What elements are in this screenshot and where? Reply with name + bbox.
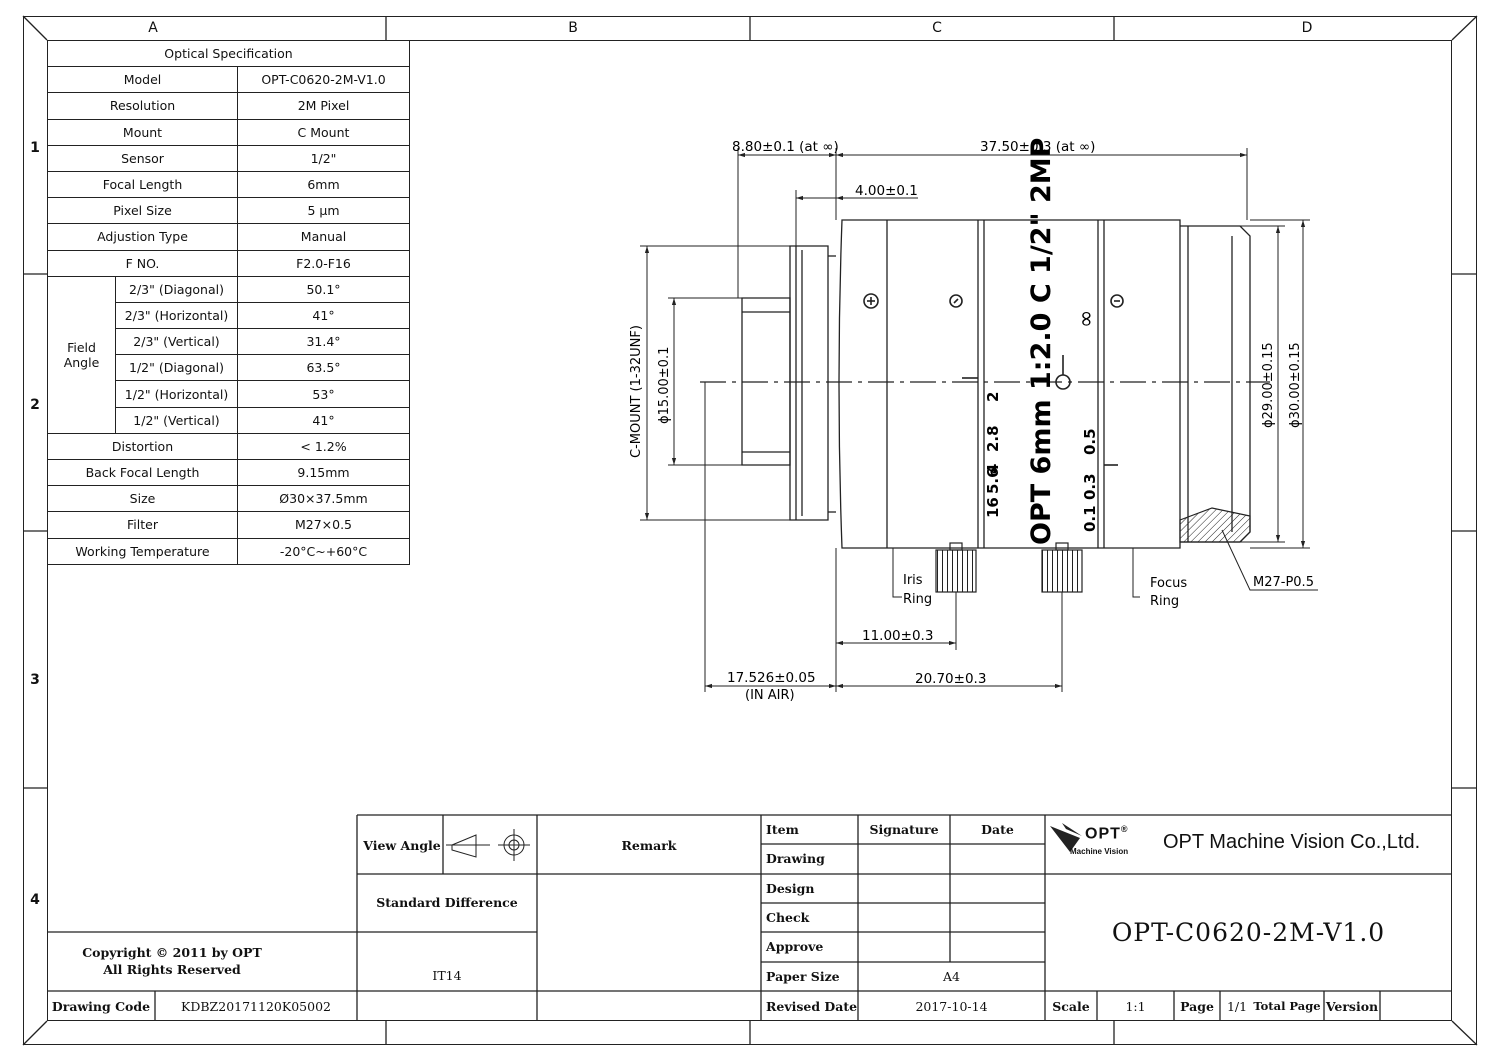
zone-row-2: 2 (30, 397, 40, 413)
version-label: Version (1325, 999, 1379, 1014)
approve-label: Approve (766, 939, 824, 954)
iris-scale-16: 16 (984, 497, 1002, 518)
dim-front: 4.00±0.1 (855, 183, 918, 199)
iris-scale-5-6: 5.6 (984, 467, 1002, 494)
zone-col-b: B (568, 20, 578, 36)
label-focus-ring: Ring (1150, 594, 1179, 609)
revised-date-label: Revised Date (766, 999, 858, 1014)
zone-row-3: 3 (30, 672, 40, 688)
remark-label: Remark (621, 838, 677, 853)
iris-scale-2-8: 2.8 (984, 425, 1002, 452)
zone-row-1: 1 (30, 140, 40, 156)
thread-section (1179, 507, 1251, 543)
iris-lock-screw (935, 542, 977, 593)
focus-scale-0-1: 0.1 (1081, 505, 1099, 532)
dim-iris-distance: 11.00±0.3 (862, 628, 933, 644)
logo-mark-accent-icon (1062, 823, 1082, 836)
focus-scale-0-5: 0.5 (1081, 428, 1099, 455)
view-angle-label: View Angle (363, 838, 441, 853)
table-row: F NO.F2.0-F16 (47, 249, 410, 277)
dimension-lines (640, 148, 1318, 692)
table-row: Distortion< 1.2% (47, 432, 410, 461)
dim-flange: 8.80±0.1 (at ∞) (732, 139, 839, 155)
paper-size-label: Paper Size (766, 969, 840, 984)
date-label: Date (981, 822, 1014, 837)
label-iris-ring: Ring (903, 592, 932, 607)
dim-thread: M27-P0.5 (1253, 575, 1314, 590)
logo-mark-icon (1050, 826, 1080, 852)
focus-scale-infinity: ∞ (1074, 310, 1099, 328)
design-label: Design (766, 881, 815, 896)
zone-col-a: A (148, 20, 158, 36)
focus-lock-screw (1041, 542, 1083, 593)
logo-text: OPT® (1085, 824, 1129, 843)
zone-col-d: D (1301, 20, 1313, 36)
dim-diameter-29: ϕ29.00±0.15 (1261, 342, 1276, 428)
iris-scale-4: 4 (984, 464, 1002, 474)
table-row: 2/3" (Horizontal)41° (48, 301, 410, 330)
page-value: 1/1 (1226, 999, 1248, 1014)
company-name: OPT Machine Vision Co.,Ltd. (1163, 831, 1421, 853)
scale-value: 1:1 (1125, 999, 1146, 1014)
spec-title: Optical Specification (47, 39, 410, 68)
table-row: 1/2" (Diagonal)63.5° (48, 354, 410, 382)
dim-inner-diameter: ϕ15.00±0.1 (657, 347, 672, 424)
paper-size-value: A4 (943, 969, 960, 984)
label-focus: Focus (1150, 576, 1187, 591)
label-iris: Iris (903, 573, 923, 588)
iris-scale-2: 2 (984, 392, 1002, 402)
logo-subtext: Machine Vision (1070, 847, 1129, 856)
dim-mount: C-MOUNT (1-32UNF) (629, 325, 644, 458)
drawing-code-value: KDBZ20171120K05002 (181, 999, 331, 1014)
dim-diameter-30: ϕ30.00±0.15 (1288, 342, 1303, 428)
copyright-line-1: Copyright © 2011 by OPT (82, 945, 262, 960)
revised-date-value: 2017-10-14 (915, 999, 988, 1014)
page-label: Page (1180, 999, 1214, 1014)
table-row: 2/3" (Vertical)31.4° (48, 328, 410, 356)
dim-body: 37.50±0.3 (at ∞) (980, 139, 1095, 155)
dim-focus-distance: 20.70±0.3 (915, 671, 986, 687)
focus-scale-0-3: 0.3 (1081, 473, 1099, 500)
total-page-label: Total Page (1253, 999, 1321, 1013)
part-number: OPT-C0620-2M-V1.0 (1111, 918, 1386, 947)
zone-row-4: 4 (30, 892, 40, 908)
table-row: Working Temperature-20°C~+60°C (47, 537, 410, 565)
projection-symbol-icon (446, 829, 530, 861)
signature-label: Signature (869, 822, 939, 837)
tolerance-value: IT14 (432, 968, 462, 983)
drawing-code-label: Drawing Code (51, 999, 151, 1014)
standard-difference-label: Standard Difference (376, 895, 518, 910)
item-label: Item (766, 822, 799, 837)
drawing-label: Drawing (766, 851, 825, 866)
lens-engraving: OPT 6mm 1:2.0 C 1/2" 2MP (1026, 138, 1057, 545)
zone-col-c: C (932, 20, 942, 36)
table-row: 1/2" (Vertical)41° (48, 406, 410, 434)
copyright-line-2: All Rights Reserved (103, 962, 241, 977)
scale-label: Scale (1052, 999, 1090, 1014)
check-label: Check (766, 910, 810, 925)
ring-symbols (863, 293, 1124, 466)
dim-back-focal-note: (IN AIR) (745, 688, 795, 703)
dim-back-focal: 17.526±0.05 (727, 670, 816, 686)
